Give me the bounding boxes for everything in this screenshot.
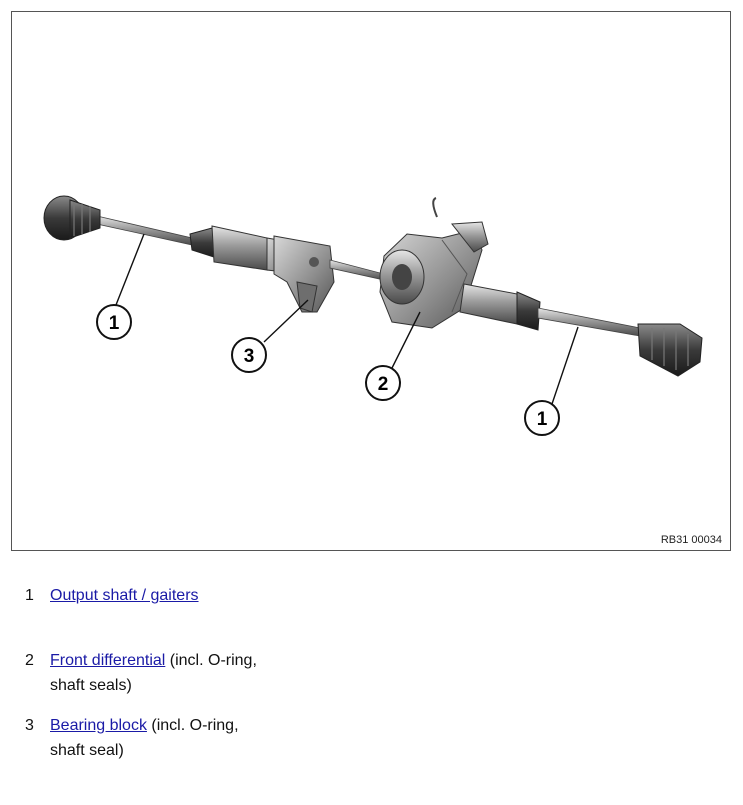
legend-number: 3 — [25, 717, 34, 734]
callout-1-left: 1 — [96, 233, 145, 340]
legend-detail: (incl. O-ring, shaft seals) — [50, 652, 257, 694]
legend-number: 2 — [25, 652, 34, 669]
bearing-block — [273, 235, 335, 313]
svg-text:1: 1 — [537, 409, 548, 430]
output-shaft-link[interactable]: Output shaft / gaiters — [50, 587, 199, 604]
left-output-shaft — [43, 195, 303, 275]
front-differential-link[interactable]: Front differential — [50, 652, 166, 669]
front-differential — [379, 197, 489, 329]
parts-figure: 1 3 2 1 RB31 00034 — [11, 11, 731, 551]
intermediate-shaft — [329, 259, 385, 281]
svg-text:1: 1 — [109, 313, 120, 334]
callout-1-right: 1 — [524, 326, 579, 436]
callout-2: 2 — [365, 311, 421, 401]
figure-reference-code: RB31 00034 — [660, 534, 722, 546]
legend-detail: (incl. O-ring, shaft seal) — [50, 717, 239, 759]
axle-assembly-illustration: 1 3 2 1 — [43, 195, 703, 436]
bearing-block-link[interactable]: Bearing block — [50, 717, 147, 734]
callout-3: 3 — [231, 299, 309, 373]
legend-number: 1 — [25, 587, 34, 604]
svg-text:2: 2 — [378, 374, 389, 395]
right-output-shaft — [459, 283, 703, 377]
svg-text:3: 3 — [244, 346, 255, 367]
